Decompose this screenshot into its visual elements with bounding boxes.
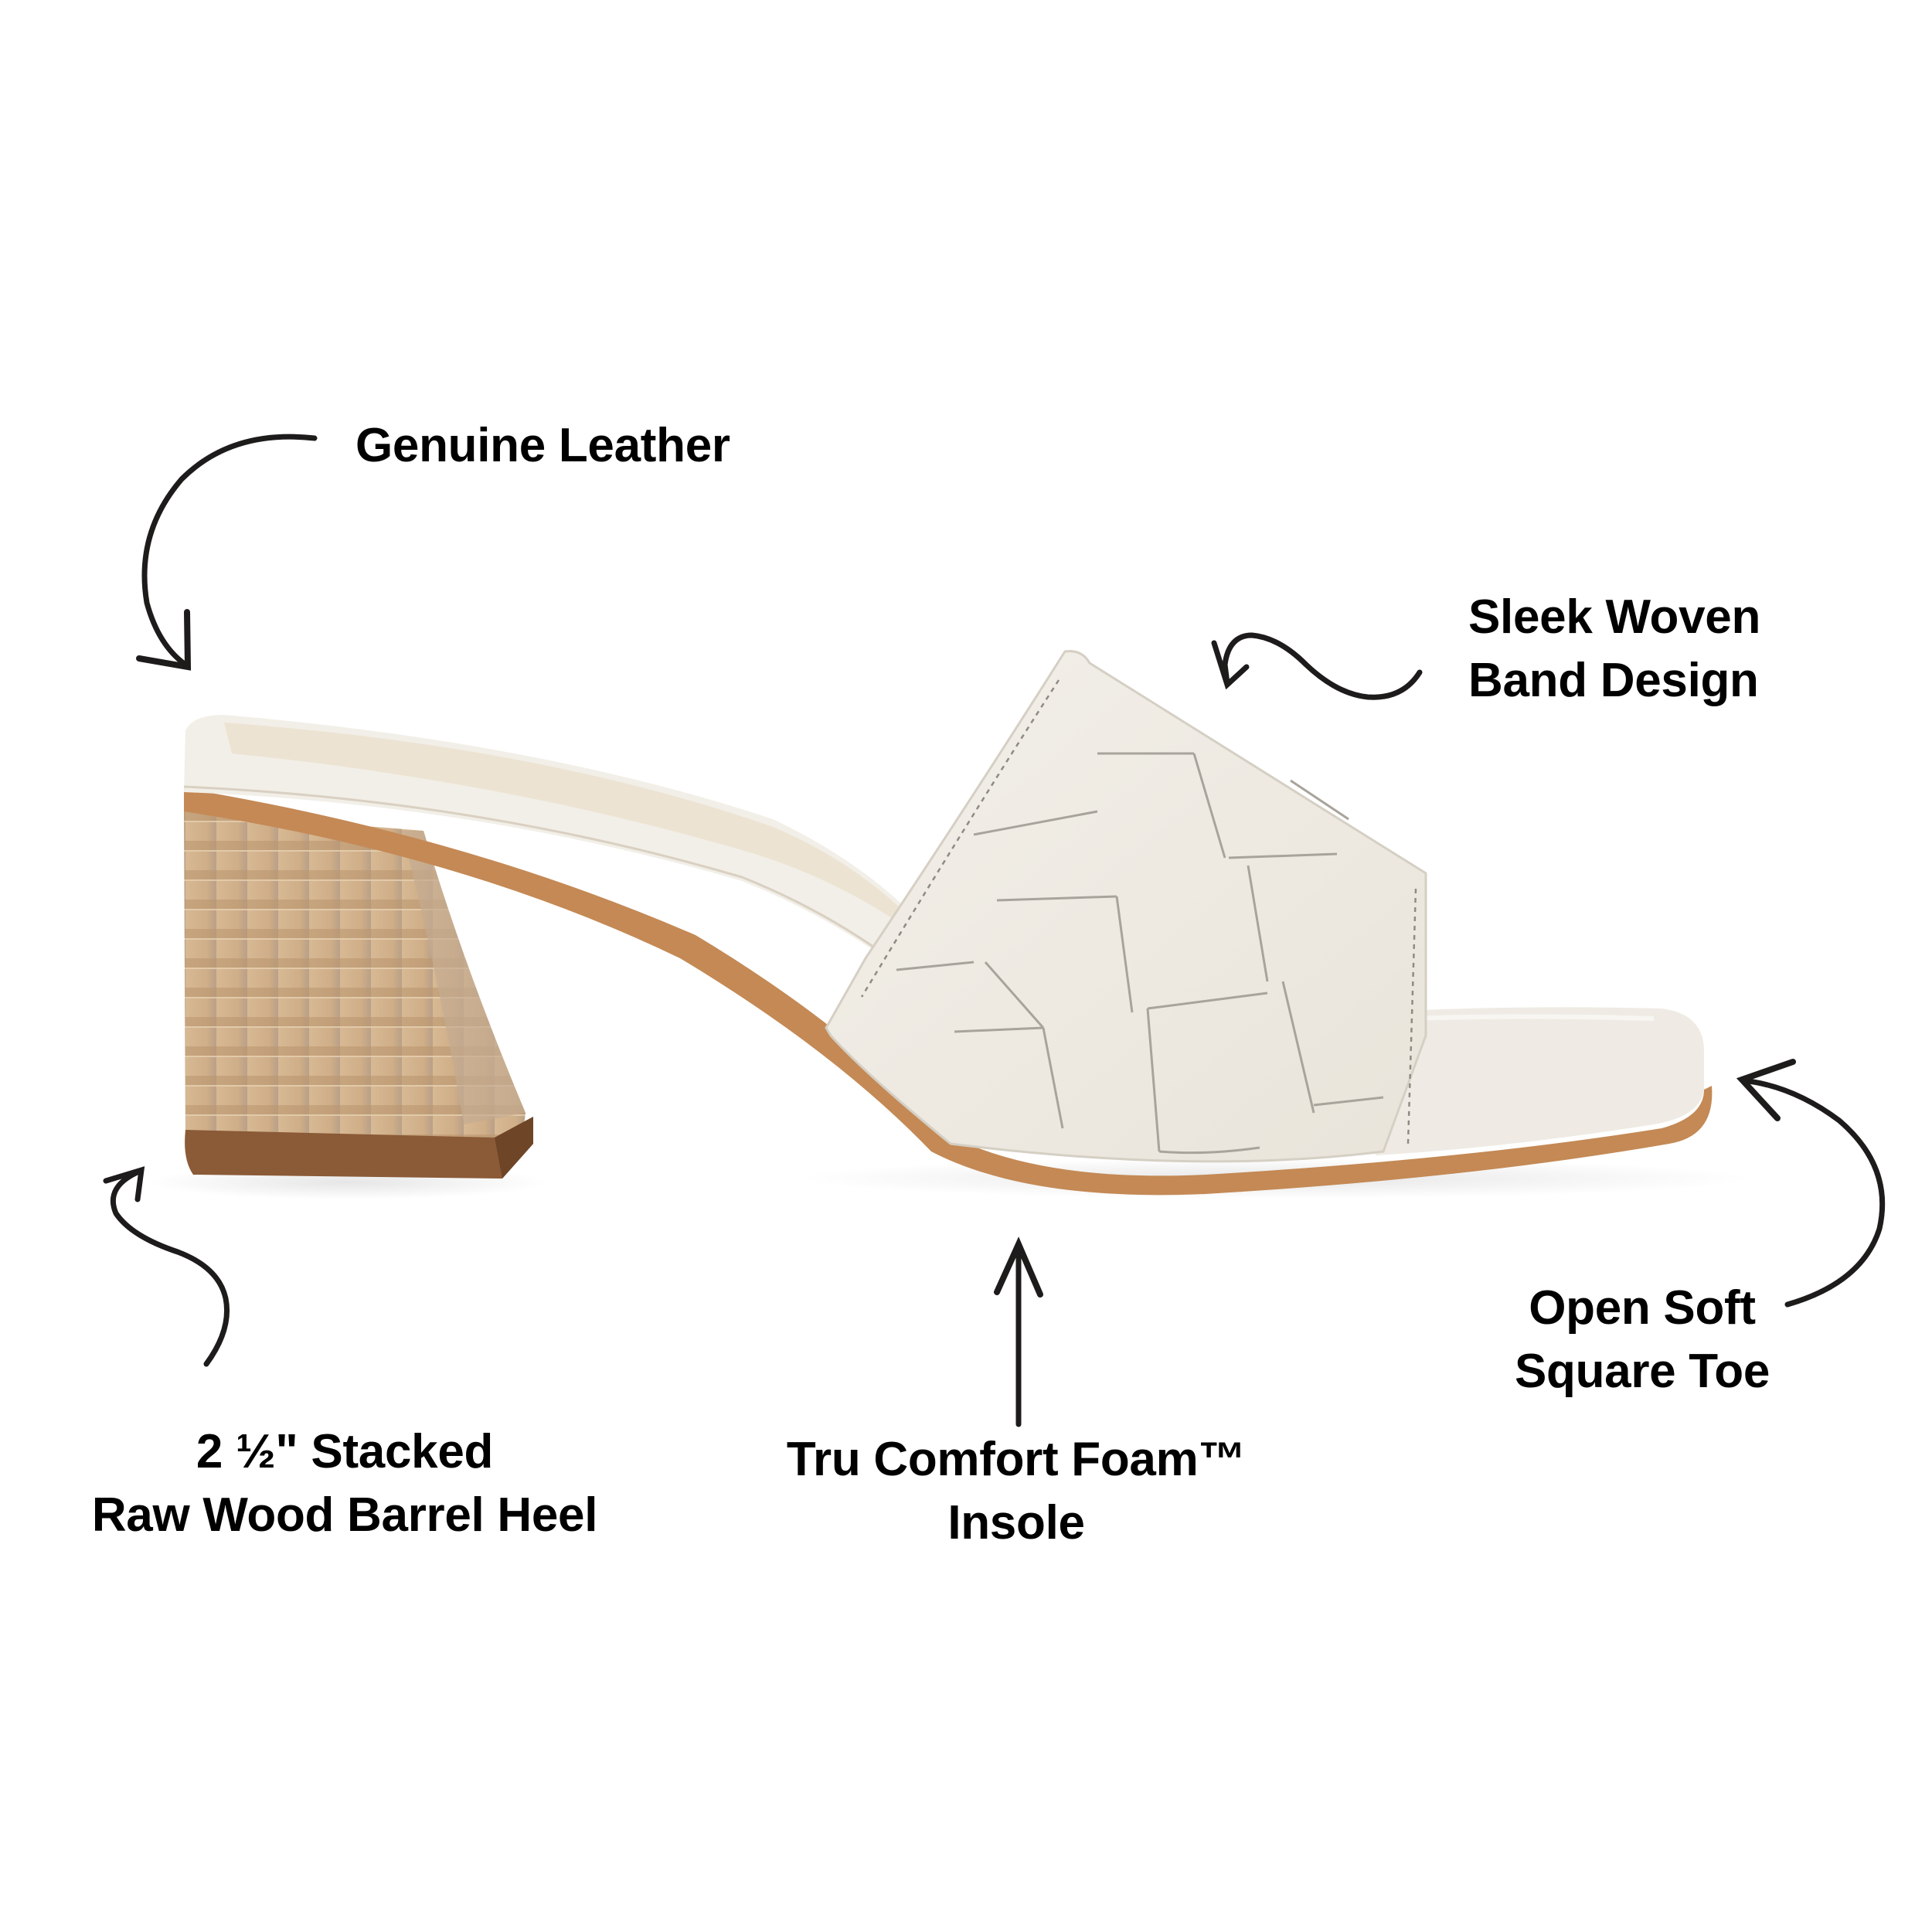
callout-text: Raw Wood Barrel Heel — [91, 1488, 598, 1542]
callout-text: Insole — [947, 1496, 1085, 1549]
callout-woven-band: Sleek Woven Band Design — [1468, 586, 1760, 713]
callout-text: Square Toe — [1514, 1345, 1770, 1398]
callout-toe: Open Soft Square Toe — [1484, 1277, 1801, 1403]
callout-heel: 2 ½" Stacked Raw Wood Barrel Heel — [36, 1420, 654, 1547]
arrow-toe-icon — [1736, 1059, 1886, 1308]
callout-text: Open Soft — [1529, 1281, 1756, 1335]
footbed — [183, 715, 958, 1005]
callout-text: Tru Comfort Foam™ — [786, 1433, 1247, 1486]
arrow-insole-icon — [994, 1236, 1043, 1427]
callout-text: Band Design — [1468, 654, 1759, 707]
callout-insole: Tru Comfort Foam™ Insole — [742, 1428, 1291, 1555]
arrow-woven-band-icon — [1211, 632, 1423, 700]
arrow-heel-icon — [103, 1166, 230, 1367]
callout-text: Sleek Woven — [1468, 590, 1761, 644]
callout-genuine-leather: Genuine Leather — [355, 414, 730, 478]
callout-text: Genuine Leather — [355, 419, 730, 472]
arrow-genuine-leather-icon — [136, 434, 318, 671]
woven-band — [825, 650, 1427, 1163]
heel-block — [184, 811, 533, 1179]
callout-text: 2 ½" Stacked — [196, 1425, 494, 1478]
outsole-edge — [184, 788, 1713, 1196]
